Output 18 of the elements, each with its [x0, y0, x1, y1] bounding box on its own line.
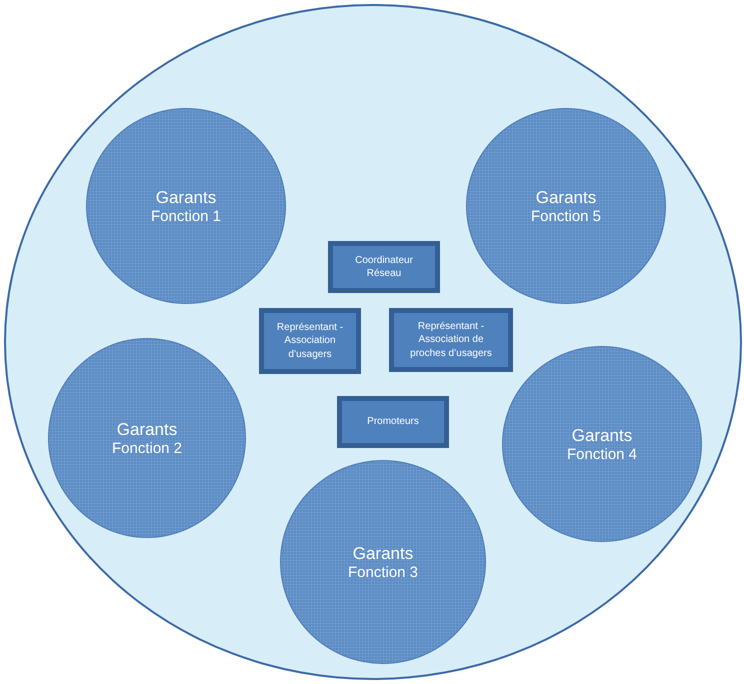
node-subtitle: Fonction 1	[150, 208, 222, 224]
node-label: Représentant - Association d’usagers	[276, 320, 344, 362]
node-heading: Garants	[352, 544, 414, 564]
node-subtitle: Fonction 4	[566, 446, 638, 462]
rectangle-node	[259, 308, 361, 374]
node-heading: Garants	[536, 188, 596, 208]
node-label: Coordinateur Réseau	[354, 254, 414, 280]
node-heading: Garants	[156, 188, 216, 208]
node-subtitle: Fonction 3	[348, 564, 418, 580]
node-label: Promoteurs	[367, 415, 419, 429]
node-heading: Garants	[116, 420, 178, 440]
rectangle-node	[337, 396, 449, 448]
node-subtitle: Fonction 2	[112, 440, 182, 456]
node-heading: Garants	[572, 426, 632, 446]
node-label: Représentant - Association de proches d’usagers	[409, 320, 493, 360]
rectangle-node	[389, 308, 513, 372]
node-subtitle: Fonction 5	[530, 208, 602, 224]
rectangle-node	[328, 241, 440, 293]
